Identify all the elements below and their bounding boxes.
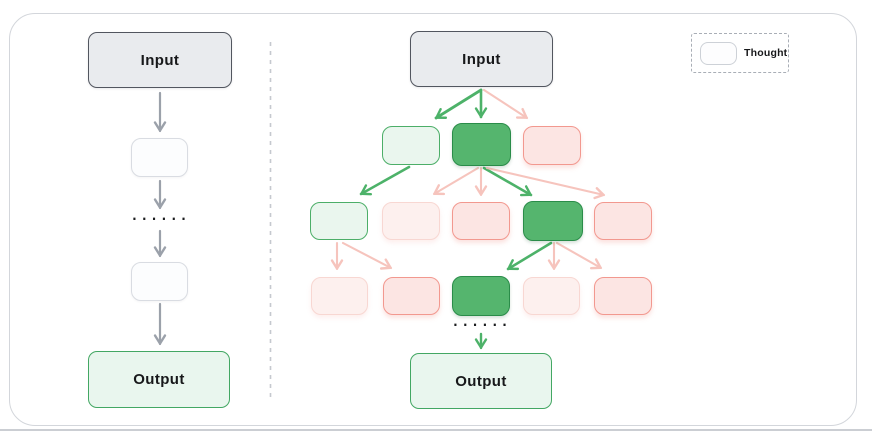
tree-node-r2-5 bbox=[594, 202, 652, 240]
page-bottom-rule bbox=[0, 429, 872, 431]
thought-chip-icon bbox=[700, 41, 737, 65]
chain-input-box: Input bbox=[88, 32, 232, 88]
tree-node-r3-4 bbox=[523, 277, 580, 315]
tree-node-r2-3 bbox=[452, 202, 510, 240]
arrow-green-14 bbox=[506, 241, 553, 271]
tree-node-r3-5 bbox=[594, 277, 652, 315]
arrow-pink-6 bbox=[482, 88, 529, 120]
tree-node-r3-2 bbox=[383, 277, 440, 315]
tree-node-r2-1 bbox=[310, 202, 368, 240]
chain-thought-2 bbox=[131, 262, 188, 301]
arrow-pink-11 bbox=[485, 166, 606, 200]
tree-node-r1-3 bbox=[523, 126, 581, 165]
tree-output-box: Output bbox=[410, 353, 552, 409]
tree-node-r2-2 bbox=[382, 202, 440, 240]
legend-label: Thought bbox=[744, 47, 788, 59]
tree-node-r3-1 bbox=[311, 277, 368, 315]
arrow-green-7 bbox=[359, 165, 411, 196]
arrow-pink-13 bbox=[341, 241, 393, 270]
arrow-green-4 bbox=[434, 88, 483, 120]
arrow-pink-16 bbox=[555, 241, 603, 270]
legend: Thought bbox=[691, 33, 789, 73]
arrow-pink-8 bbox=[432, 166, 480, 196]
chain-thought-1 bbox=[131, 138, 188, 177]
tree-node-r2-4 bbox=[523, 201, 583, 241]
chain-ellipsis: ...... bbox=[130, 209, 190, 224]
tree-input-box: Input bbox=[410, 31, 553, 87]
chain-output-box: Output bbox=[88, 351, 230, 408]
tree-node-r3-3 bbox=[452, 276, 510, 316]
tree-node-r1-2 bbox=[452, 123, 511, 166]
tree-ellipsis: ...... bbox=[451, 315, 511, 330]
tree-node-r1-1 bbox=[382, 126, 440, 165]
arrow-green-10 bbox=[482, 166, 533, 197]
